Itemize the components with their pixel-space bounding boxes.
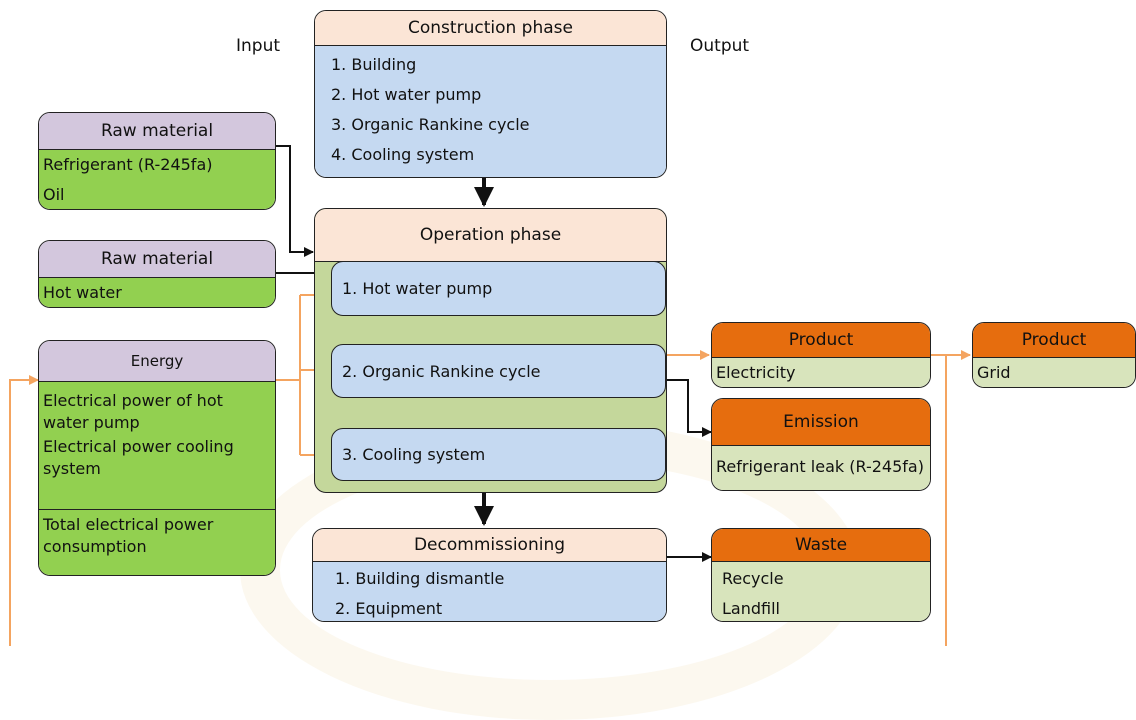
construction-phase-title: Construction phase (315, 11, 666, 46)
input-label: Input (236, 36, 281, 56)
raw-material-box-2: Raw material Hot water (38, 240, 276, 308)
raw-material-item: Hot water (43, 283, 122, 302)
construction-phase-box: Construction phase 1. Building 2. Hot wa… (314, 10, 667, 178)
waste-title: Waste (712, 529, 930, 562)
operation-item-hot-water-pump: 1. Hot water pump (331, 261, 666, 316)
energy-total: Total electrical power consumption (43, 515, 214, 556)
energy-item: Electrical power cooling system (43, 437, 234, 478)
raw-material-box-1: Raw material Refrigerant (R-245fa) Oil (38, 112, 276, 210)
output-label: Output (690, 36, 750, 56)
raw-material-title: Raw material (39, 241, 275, 278)
energy-item: Electrical power of hot water pump (43, 391, 223, 432)
decommissioning-item: 2. Equipment (335, 599, 443, 618)
operation-item-orc: 2. Organic Rankine cycle (331, 344, 666, 398)
energy-box: Energy Electrical power of hot water pum… (38, 340, 276, 576)
decommissioning-item: 1. Building dismantle (335, 569, 505, 588)
waste-box: Waste Recycle Landfill (711, 528, 931, 622)
product-title: Product (973, 323, 1135, 358)
construction-item: 2. Hot water pump (331, 85, 482, 104)
product-item: Electricity (716, 363, 796, 382)
decommissioning-box: Decommissioning 1. Building dismantle 2.… (312, 528, 667, 622)
waste-item: Landfill (722, 599, 780, 618)
product-box-electricity: Product Electricity (711, 322, 931, 388)
construction-item: 3. Organic Rankine cycle (331, 115, 530, 134)
operation-phase-title: Operation phase (315, 209, 666, 262)
raw-material-item: Oil (43, 185, 65, 204)
construction-item: 1. Building (331, 55, 417, 74)
product-item: Grid (977, 363, 1011, 382)
construction-item: 4. Cooling system (331, 145, 475, 164)
raw-material-title: Raw material (39, 113, 275, 150)
raw-material-item: Refrigerant (R-245fa) (43, 155, 213, 174)
product-title: Product (712, 323, 930, 358)
energy-title: Energy (39, 341, 275, 382)
operation-item-cooling-system: 3. Cooling system (331, 428, 666, 481)
emission-title: Emission (712, 399, 930, 446)
emission-item: Refrigerant leak (R-245fa) (716, 457, 924, 476)
product-box-grid: Product Grid (972, 322, 1136, 388)
emission-box: Emission Refrigerant leak (R-245fa) (711, 398, 931, 491)
waste-item: Recycle (722, 569, 784, 588)
decommissioning-title: Decommissioning (313, 529, 666, 562)
